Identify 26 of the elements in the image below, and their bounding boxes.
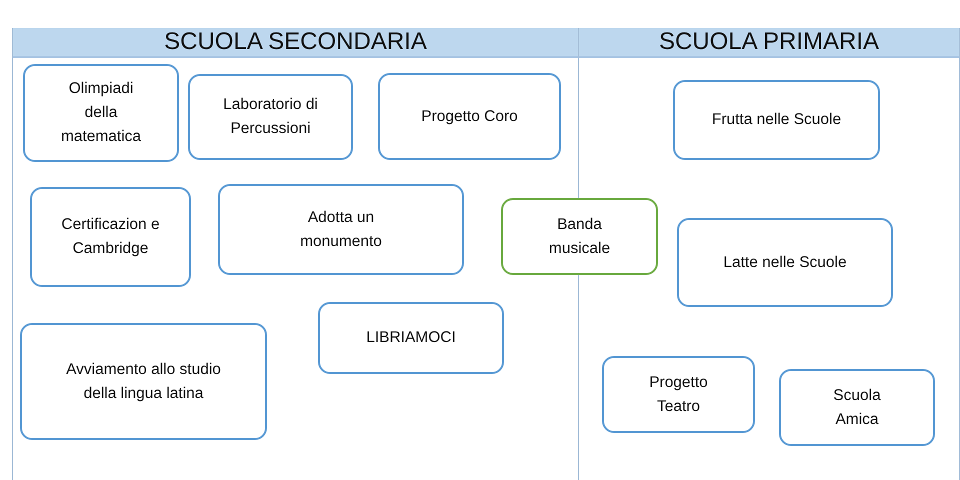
activity-box <box>779 369 935 446</box>
activity-box <box>677 218 893 307</box>
activity-label: Adotta un monumento <box>299 208 383 252</box>
activity-label: Scuola Amica <box>832 386 882 430</box>
column-heading: SCUOLA SECONDARIA <box>13 28 578 58</box>
activity-label: Certificazion e Cambridge <box>60 215 160 259</box>
activity-label: Olimpiadi della matematica <box>60 79 142 147</box>
activity-label: Progetto Teatro <box>648 372 709 416</box>
activity-box <box>20 323 267 440</box>
activity-label: Laboratorio di Percussioni <box>222 95 319 139</box>
activity-box <box>30 187 191 287</box>
activity-label: Progetto Coro <box>421 106 518 126</box>
activity-box <box>673 80 880 160</box>
activity-box <box>23 64 179 162</box>
activity-label: Banda musicale <box>548 214 612 258</box>
column-heading: SCUOLA PRIMARIA <box>579 28 959 58</box>
activity-box <box>318 302 504 374</box>
activity-box <box>378 73 561 160</box>
activity-label: Frutta nelle Scuole <box>712 110 842 130</box>
activity-label: Avviamento allo studio della lingua latina <box>65 360 222 404</box>
activity-box <box>501 198 658 275</box>
activity-label: LIBRIAMOCI <box>366 328 456 348</box>
activity-label: Latte nelle Scuole <box>723 252 847 272</box>
activity-box <box>218 184 464 275</box>
activity-box <box>188 74 353 160</box>
activity-box <box>602 356 755 433</box>
